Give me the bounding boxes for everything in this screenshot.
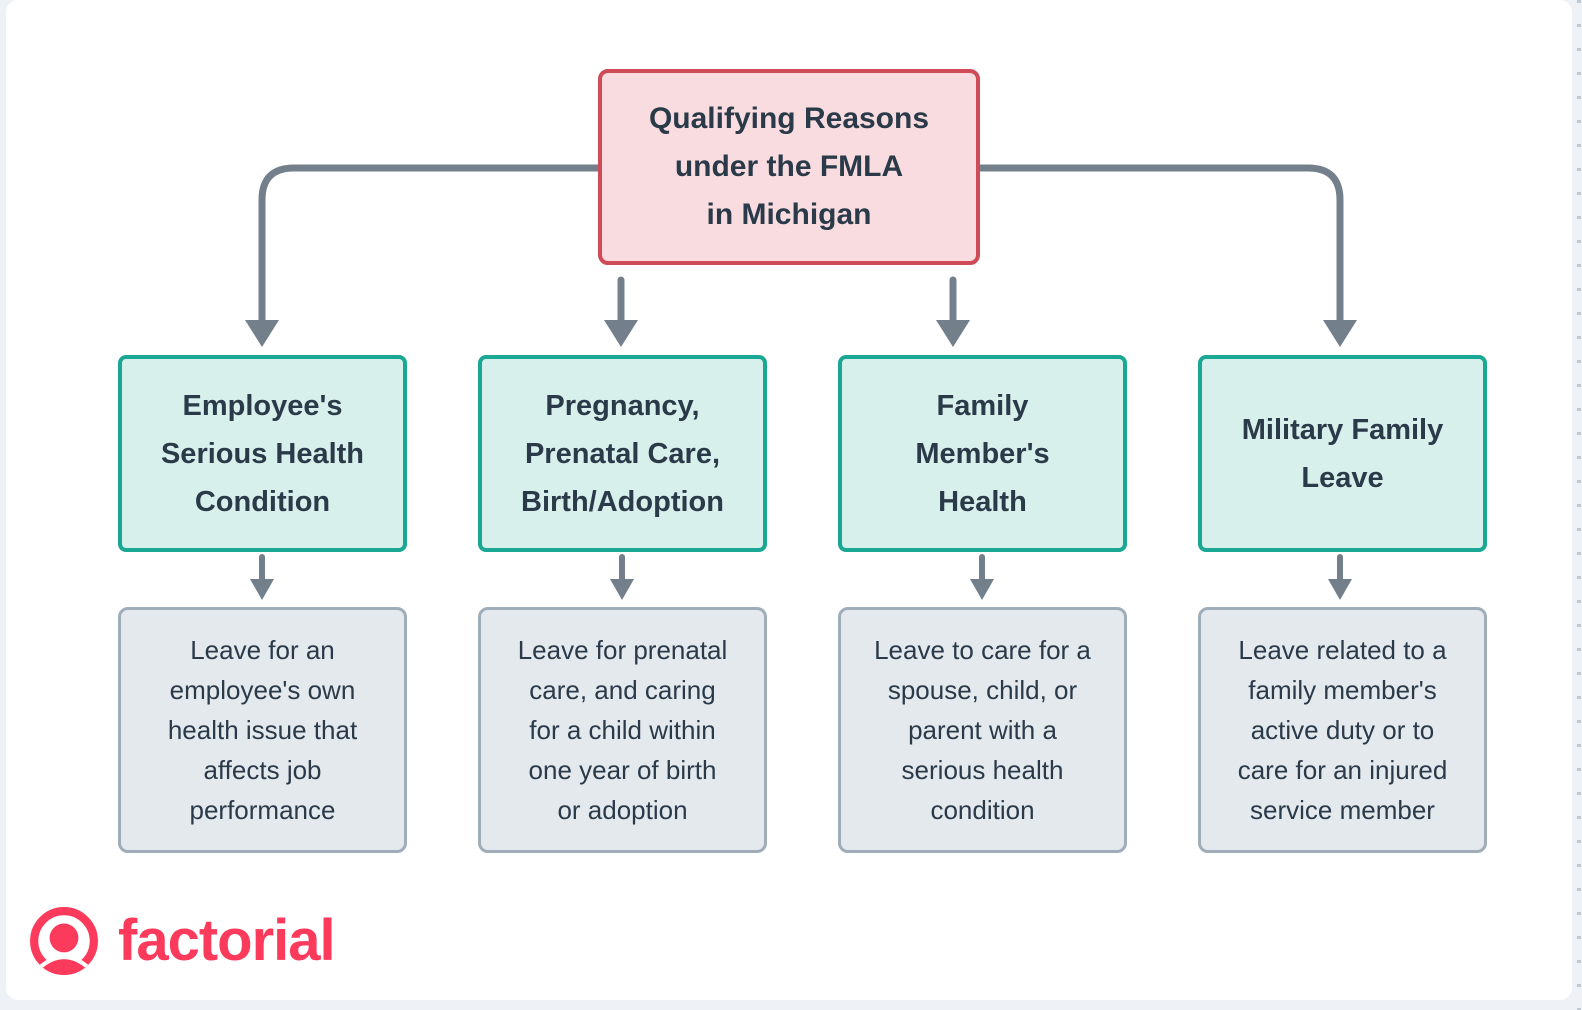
connector-right	[976, 164, 1344, 326]
factorial-logo: factorial	[28, 904, 336, 978]
arrowhead-icon	[936, 320, 970, 347]
arrowhead-icon	[970, 579, 994, 600]
detail-node-military: Leave related to a family member's activ…	[1198, 607, 1487, 853]
scrollbar-dots	[1577, 0, 1581, 1010]
arrowhead-icon	[245, 320, 279, 347]
factorial-person-icon	[30, 907, 98, 975]
connector-left	[258, 164, 602, 326]
root-node: Qualifying Reasons under the FMLA in Mic…	[598, 69, 980, 265]
arrowhead-icon	[250, 579, 274, 600]
detail-node-family-member: Leave to care for a spouse, child, or pa…	[838, 607, 1127, 853]
arrowhead-icon	[604, 320, 638, 347]
category-node-military: Military Family Leave	[1198, 355, 1487, 552]
category-node-family-member: Family Member's Health	[838, 355, 1127, 552]
arrowhead-icon	[610, 579, 634, 600]
detail-node-pregnancy: Leave for prenatal care, and caring for …	[478, 607, 767, 853]
category-node-employee-health: Employee's Serious Health Condition	[118, 355, 407, 552]
category-node-pregnancy: Pregnancy, Prenatal Care, Birth/Adoption	[478, 355, 767, 552]
factorial-wordmark: factorial	[118, 908, 336, 973]
arrowhead-icon	[1328, 579, 1352, 600]
arrowhead-icon	[1323, 320, 1357, 347]
detail-node-employee-health: Leave for an employee's own health issue…	[118, 607, 407, 853]
